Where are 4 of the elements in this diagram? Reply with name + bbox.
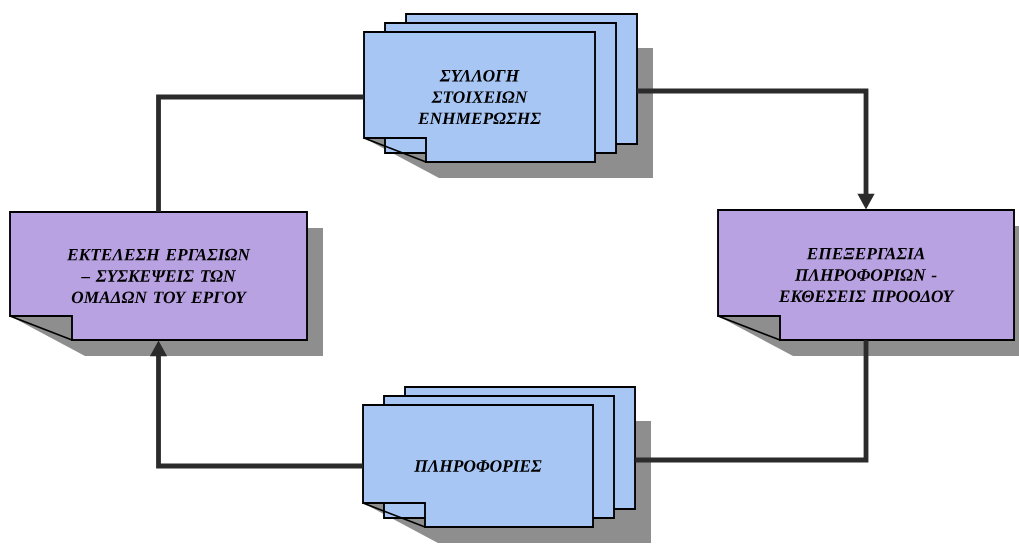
document-box: ΕΠΕΞΕΡΓΑΣΙΑ ΠΛΗΡΟΦΟΡΙΩΝ - ΕΚΘΕΣΕΙΣ ΠΡΟΟΔΟΥ	[717, 209, 1019, 356]
document-box: ΣΥΛΛΟΓΗ ΣΤΟΙΧΕΙΩΝ ΕΝΗΜΕΡΩΣΗΣ	[363, 13, 653, 178]
document-box: ΠΛΗΡΟΦΟΡΙΕΣ	[362, 386, 651, 543]
document-box: ΕΚΤΕΛΕΣΗ ΕΡΓΑΣΙΩΝ – ΣΥΣΚΕΨΕΙΣ ΤΩΝ ΟΜΑΔΩΝ ΤΟΥ ΕΡΓΟΥ	[9, 211, 323, 356]
